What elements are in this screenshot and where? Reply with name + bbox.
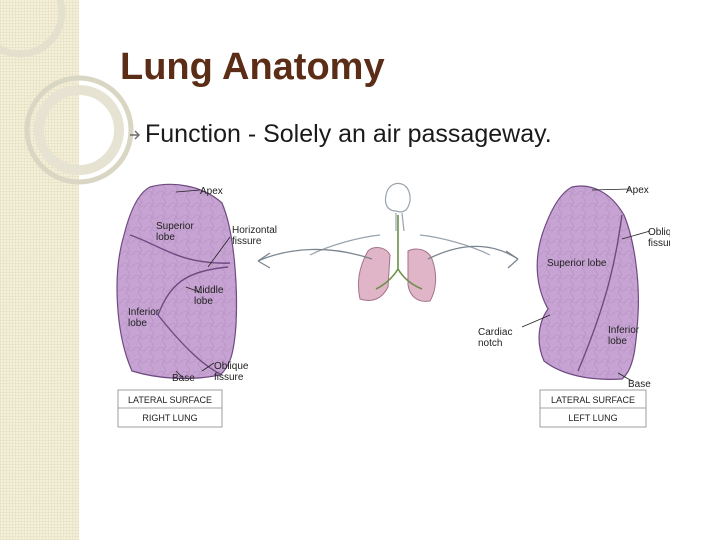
left-oblique-fissure [577, 214, 623, 372]
left-lung-shape [536, 185, 639, 380]
right-oblique-fissure-upper [157, 266, 229, 316]
decorative-rings [0, 0, 134, 185]
left-caption-bottom: LEFT LUNG [568, 413, 617, 423]
bullet-item: Function - Solely an air passageway. [128, 120, 552, 149]
right-caption-bottom: RIGHT LUNG [142, 413, 197, 423]
right-label-base: Base [172, 373, 195, 384]
arrow-to-left-lung [427, 245, 519, 260]
right-lung-shape [116, 183, 238, 380]
slide-title: Lung Anatomy [120, 46, 385, 88]
left-label-base: Base [628, 379, 651, 390]
torso-illustration [309, 182, 491, 302]
right-horizontal-fissure [129, 234, 231, 264]
right-oblique-fissure-lower [157, 314, 223, 376]
arrow-head-left-icon [257, 252, 271, 269]
bullet-text: Function - Solely an air passageway. [145, 120, 552, 148]
right-label-apex: Apex [200, 186, 223, 197]
left-caption-top: LATERAL SURFACE [551, 395, 635, 405]
left-label-apex: Apex [626, 185, 649, 196]
arrow-to-right-lung [257, 248, 373, 262]
left-lung-caption: LATERAL SURFACE LEFT LUNG [539, 389, 647, 428]
right-lung-illustration [116, 183, 238, 380]
right-lung-caption: LATERAL SURFACE RIGHT LUNG [117, 389, 223, 428]
bullet-arrow-icon [130, 130, 140, 139]
left-lung-illustration [521, 185, 651, 382]
right-caption-top: LATERAL SURFACE [128, 395, 212, 405]
left-label-superior: Superior lobe [547, 258, 607, 269]
arrow-head-right-icon [505, 250, 519, 269]
